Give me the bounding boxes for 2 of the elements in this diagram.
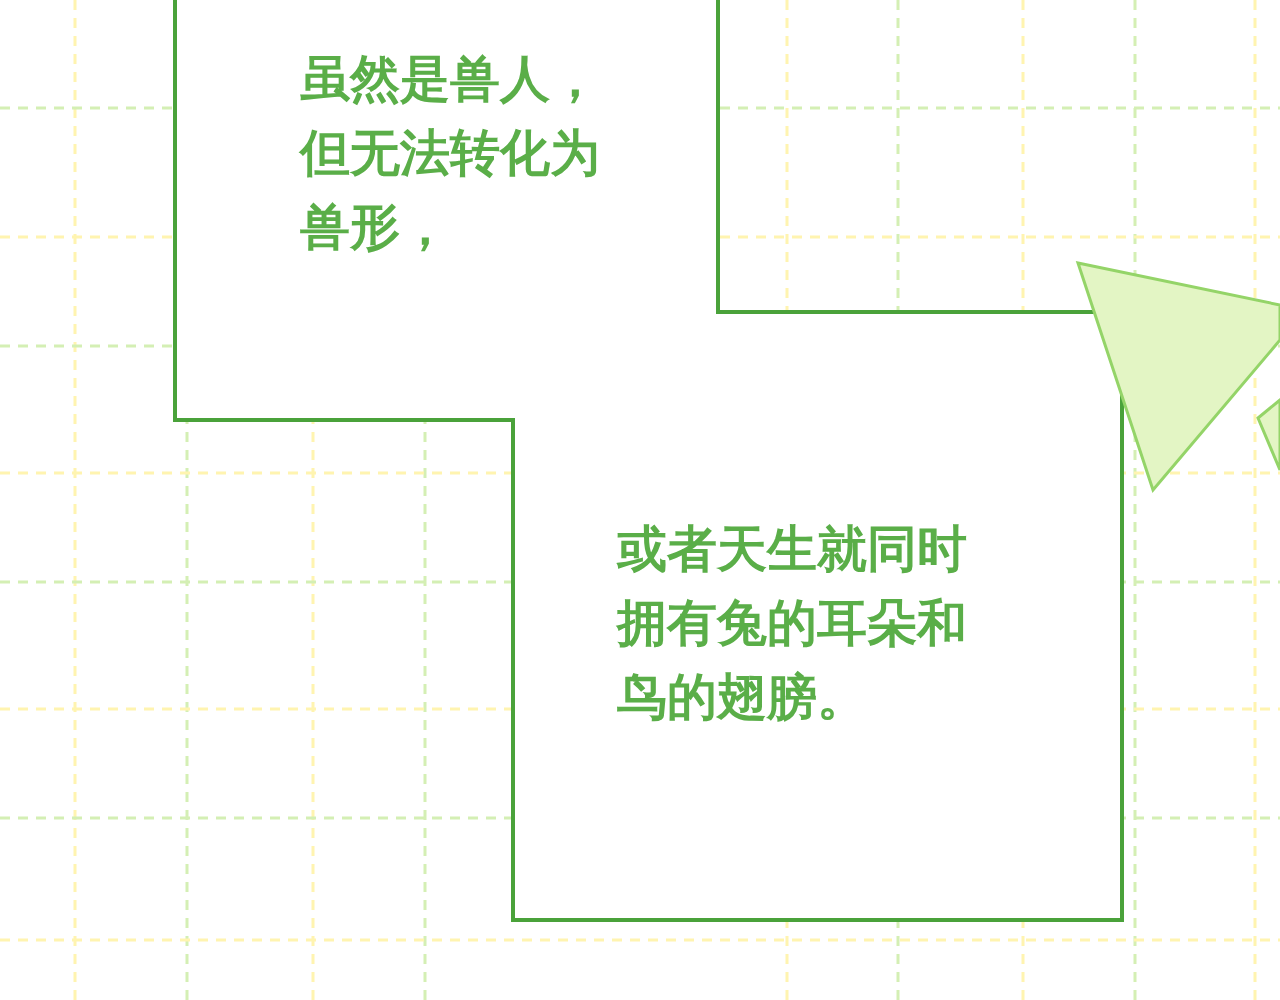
narration-text: 虽然是兽人，但无法转化为兽形， [300, 49, 601, 258]
narration-text: 或者天生就同时拥有兔的耳朵和鸟的翅膀。 [617, 519, 968, 728]
